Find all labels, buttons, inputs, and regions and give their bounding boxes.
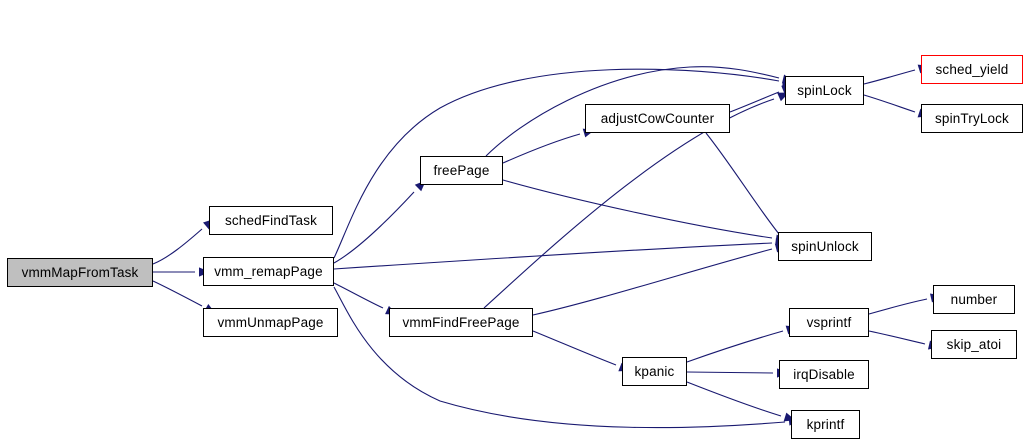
edge-vmm_remapPage-to-freePage	[333, 191, 415, 264]
edge-freePage-to-adjustCowCounter	[502, 133, 581, 164]
edge-vmmFindFreePage-to-kpanic	[532, 330, 617, 366]
edge-vsprintf-to-number	[868, 298, 928, 315]
node-freePage[interactable]: freePage	[420, 156, 503, 185]
edge-kpanic-to-kprintf	[686, 381, 782, 417]
edge-vmmMapFromTask-to-schedFindTask	[152, 228, 203, 265]
node-label-number: number	[950, 292, 998, 307]
node-spinUnlock[interactable]: spinUnlock	[778, 232, 872, 261]
edge-vmmMapFromTask-to-vmmUnmapPage	[152, 280, 203, 307]
node-spinLock[interactable]: spinLock	[785, 76, 864, 105]
edge-freePage-to-spinLock	[485, 66, 780, 157]
node-label-schedFindTask: schedFindTask	[225, 213, 317, 228]
node-vmmUnmapPage[interactable]: vmmUnmapPage	[203, 308, 338, 337]
node-vmmMapFromTask[interactable]: vmmMapFromTask	[7, 258, 153, 287]
node-irqDisable[interactable]: irqDisable	[779, 360, 869, 389]
node-sched_yield[interactable]: sched_yield	[921, 55, 1023, 84]
edge-vmm_remapPage-to-spinLock	[333, 68, 780, 259]
node-label-freePage: freePage	[433, 163, 490, 178]
node-label-spinLock: spinLock	[797, 83, 852, 98]
node-skip_atoi[interactable]: skip_atoi	[931, 330, 1017, 359]
edge-adjustCowCounter-to-spinLock	[729, 91, 780, 113]
edge-vmm_remapPage-to-spinUnlock	[333, 242, 773, 270]
node-label-vmmUnmapPage: vmmUnmapPage	[217, 315, 324, 330]
node-label-sched_yield: sched_yield	[935, 62, 1009, 77]
node-label-vmmFindFreePage: vmmFindFreePage	[402, 315, 520, 330]
node-label-adjustCowCounter: adjustCowCounter	[600, 111, 715, 126]
node-adjustCowCounter[interactable]: adjustCowCounter	[585, 104, 730, 133]
edge-spinLock-to-spinTryLock	[863, 94, 916, 113]
edge-vmmFindFreePage-to-spinUnlock	[532, 248, 773, 316]
edge-vsprintf-to-skip_atoi	[868, 330, 926, 345]
node-label-kpanic: kpanic	[634, 364, 675, 379]
node-schedFindTask[interactable]: schedFindTask	[209, 206, 333, 235]
node-vmmFindFreePage[interactable]: vmmFindFreePage	[389, 308, 533, 337]
node-vmm_remapPage[interactable]: vmm_remapPage	[203, 257, 334, 286]
edge-vmm_remapPage-to-vmmFindFreePage	[333, 282, 384, 309]
node-vsprintf[interactable]: vsprintf	[789, 308, 869, 337]
node-spinTryLock[interactable]: spinTryLock	[921, 104, 1023, 133]
node-number[interactable]: number	[933, 285, 1015, 314]
node-label-vmmMapFromTask: vmmMapFromTask	[21, 265, 139, 280]
edge-kpanic-to-vsprintf	[686, 330, 784, 363]
edge-vmmFindFreePage-to-spinLock	[483, 98, 775, 309]
node-kpanic[interactable]: kpanic	[622, 357, 687, 386]
node-label-spinUnlock: spinUnlock	[791, 239, 859, 254]
node-label-spinTryLock: spinTryLock	[935, 111, 1009, 126]
edge-kpanic-to-irqDisable	[686, 371, 774, 374]
node-label-skip_atoi: skip_atoi	[946, 337, 1002, 352]
edge-spinLock-to-sched_yield	[863, 69, 916, 85]
node-label-vmm_remapPage: vmm_remapPage	[214, 264, 323, 279]
node-label-kprintf: kprintf	[806, 417, 845, 432]
node-kprintf[interactable]: kprintf	[791, 410, 860, 439]
edge-freePage-to-spinUnlock	[502, 179, 773, 239]
edge-vmm_remapPage-to-kprintf	[333, 286, 786, 429]
node-label-irqDisable: irqDisable	[793, 367, 855, 382]
edge-adjustCowCounter-to-spinUnlock	[705, 132, 780, 235]
node-label-vsprintf: vsprintf	[806, 315, 852, 330]
